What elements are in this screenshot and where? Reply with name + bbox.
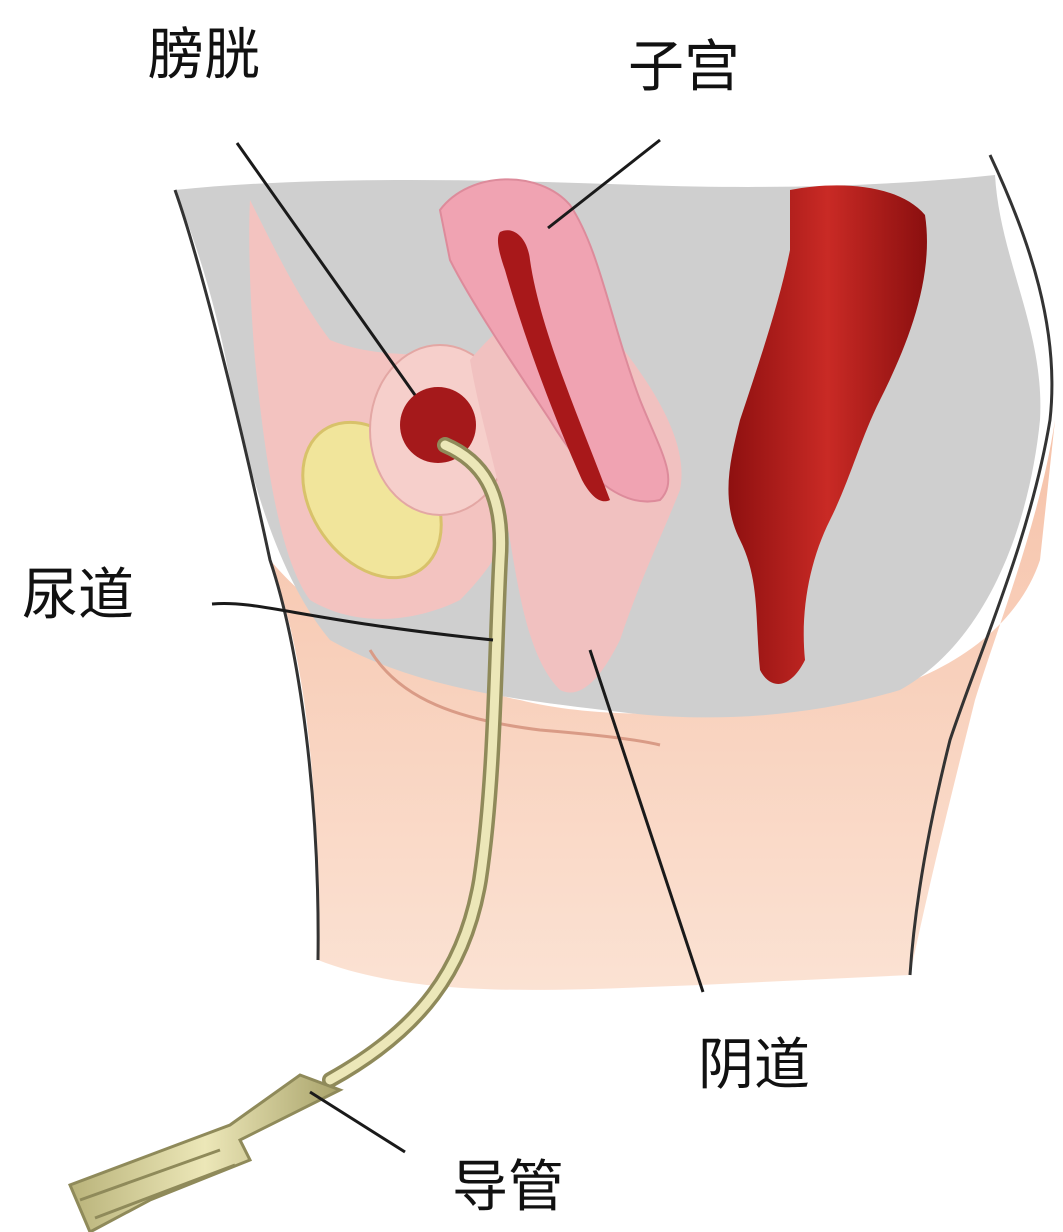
label-vagina: 阴道 <box>698 1038 810 1094</box>
leader-catheter <box>310 1092 405 1152</box>
catheter-funnel <box>70 1075 340 1232</box>
pelvic-section <box>175 155 1055 990</box>
label-bladder: 膀胱 <box>148 28 260 84</box>
label-urethra: 尿道 <box>22 568 134 624</box>
label-catheter: 导管 <box>452 1160 564 1216</box>
label-uterus: 子宫 <box>628 40 740 96</box>
